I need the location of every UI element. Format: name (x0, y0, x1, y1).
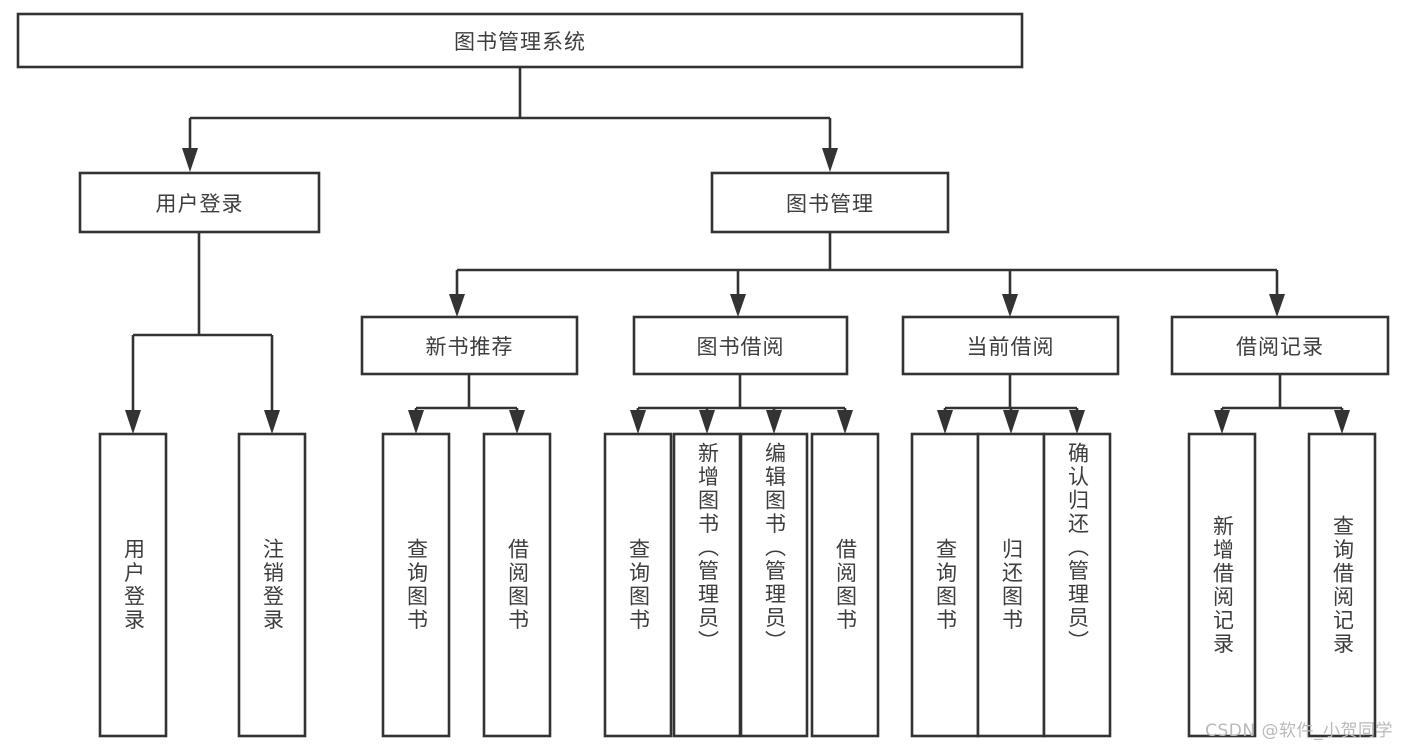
node-box-leaf-user-login[interactable] (98, 432, 168, 738)
node-box-leaf-borrow-book-2[interactable] (810, 432, 880, 738)
node-box-user-login[interactable] (78, 171, 321, 234)
node-box-book-borrow[interactable] (632, 315, 849, 376)
arrowhead-book-management (822, 148, 838, 172)
node-box-leaf-query-record[interactable] (1307, 432, 1377, 738)
arrowhead-leaf-user-login (125, 410, 141, 434)
arrowhead-leaf-borrow-book-2 (837, 410, 853, 434)
arrowhead-leaf-query-book-2 (630, 410, 646, 434)
edge-group-borrow-record (1214, 374, 1350, 434)
node-box-new-book-recommend[interactable] (360, 315, 579, 376)
arrowhead-leaf-confirm-return (1069, 410, 1085, 434)
node-box-root[interactable] (16, 12, 1024, 69)
node-box-leaf-user-logout[interactable] (237, 432, 307, 738)
edge-group-current-borrow (937, 374, 1085, 434)
edge-group-user-login (125, 232, 280, 434)
node-box-leaf-return-book[interactable] (976, 432, 1046, 738)
node-box-borrow-record[interactable] (1170, 315, 1390, 376)
node-box-leaf-add-record[interactable] (1187, 432, 1257, 738)
arrowhead-new-book-recommend (449, 294, 465, 317)
node-box-leaf-query-book-1[interactable] (381, 432, 451, 738)
node-box-leaf-query-book-3[interactable] (910, 432, 980, 738)
arrowhead-leaf-add-record (1214, 410, 1230, 434)
edge-group-book-borrow (630, 374, 853, 434)
edge-group-book-management (449, 232, 1285, 317)
node-box-leaf-add-book[interactable] (672, 432, 742, 738)
node-box-book-management[interactable] (710, 171, 950, 234)
edge-group-new-book-recommend (408, 374, 525, 434)
arrowhead-leaf-edit-book (766, 410, 782, 434)
arrowhead-leaf-query-book-1 (408, 410, 424, 434)
arrowhead-leaf-borrow-book-1 (509, 410, 525, 434)
arrowhead-leaf-return-book (1003, 410, 1019, 434)
arrowhead-leaf-add-book (699, 410, 715, 434)
node-box-leaf-confirm-return[interactable] (1042, 432, 1112, 738)
node-box-leaf-borrow-book-1[interactable] (482, 432, 552, 738)
node-box-leaf-query-book-2[interactable] (603, 432, 673, 738)
csdn-watermark: CSDN @软件_小贺同学 (1205, 721, 1393, 741)
node-box-leaf-edit-book[interactable] (739, 432, 809, 738)
edge-group-root (182, 67, 838, 172)
arrowhead-leaf-user-logout (264, 410, 280, 434)
arrowhead-leaf-query-book-3 (937, 410, 953, 434)
arrowhead-leaf-query-record (1334, 410, 1350, 434)
arrowhead-book-borrow (730, 294, 746, 317)
arrowhead-user-login (182, 148, 198, 172)
arrowhead-current-borrow (1002, 294, 1018, 317)
node-box-current-borrow[interactable] (901, 315, 1120, 376)
arrowhead-borrow-record (1269, 294, 1285, 317)
